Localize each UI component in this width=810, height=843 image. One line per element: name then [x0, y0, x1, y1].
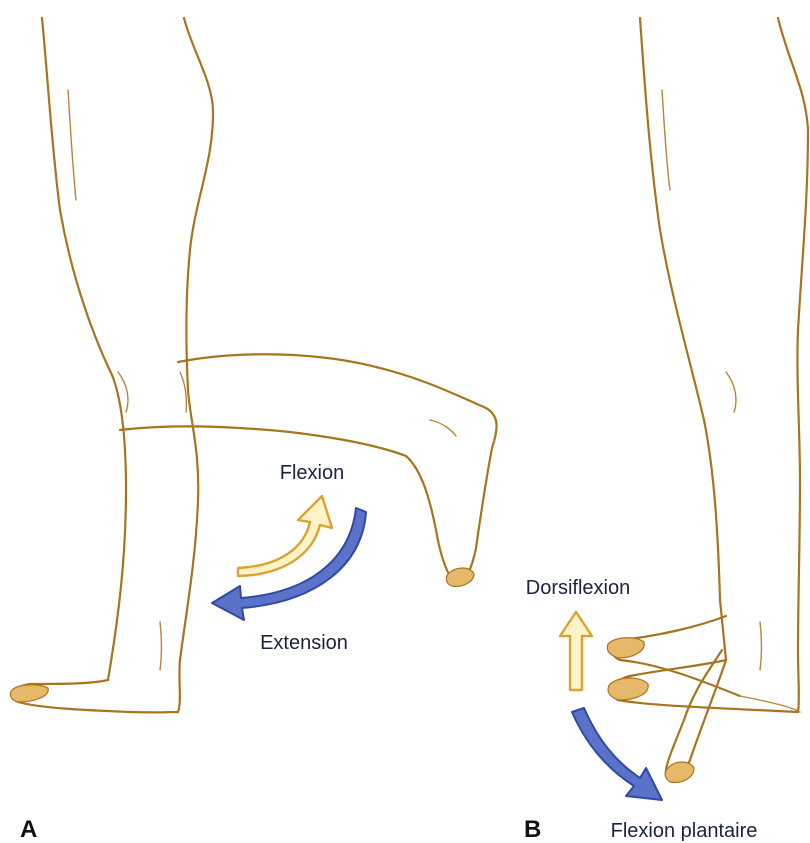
panel-a-extension-label: Extension	[260, 632, 348, 654]
panel-b-dorsiflexion-arrow	[560, 612, 592, 690]
panel-b-leg-front-outline	[778, 18, 808, 712]
panel-b-plantarflexion-arrow	[572, 708, 662, 800]
panel-a-flexion-label: Flexion	[280, 462, 344, 484]
panel-b-letter: B	[524, 816, 541, 843]
panel-a-toes	[10, 685, 48, 702]
panel-b-plantarflexed-toes	[665, 762, 694, 782]
panel-a-bent-leg-toes	[446, 568, 474, 586]
panel-a-leg-back-outline	[42, 18, 126, 680]
panel-a-illustration: Flexion Extension A	[10, 18, 496, 843]
panel-a-leg-front-outline	[178, 18, 213, 712]
panel-a-letter: A	[20, 816, 37, 843]
panel-a-flexion-arrow	[238, 496, 332, 576]
panel-b-dorsiflexed-toes	[607, 638, 644, 658]
panel-b-neutral-toes	[608, 678, 648, 700]
panel-b-plantarflexion-label: Flexion plantaire	[611, 820, 758, 842]
panel-b-dorsiflexion-label: Dorsiflexion	[526, 577, 630, 599]
panel-b-illustration: Dorsiflexion Flexion plantaire B	[524, 18, 808, 843]
panel-b-leg-back-outline	[640, 18, 726, 660]
